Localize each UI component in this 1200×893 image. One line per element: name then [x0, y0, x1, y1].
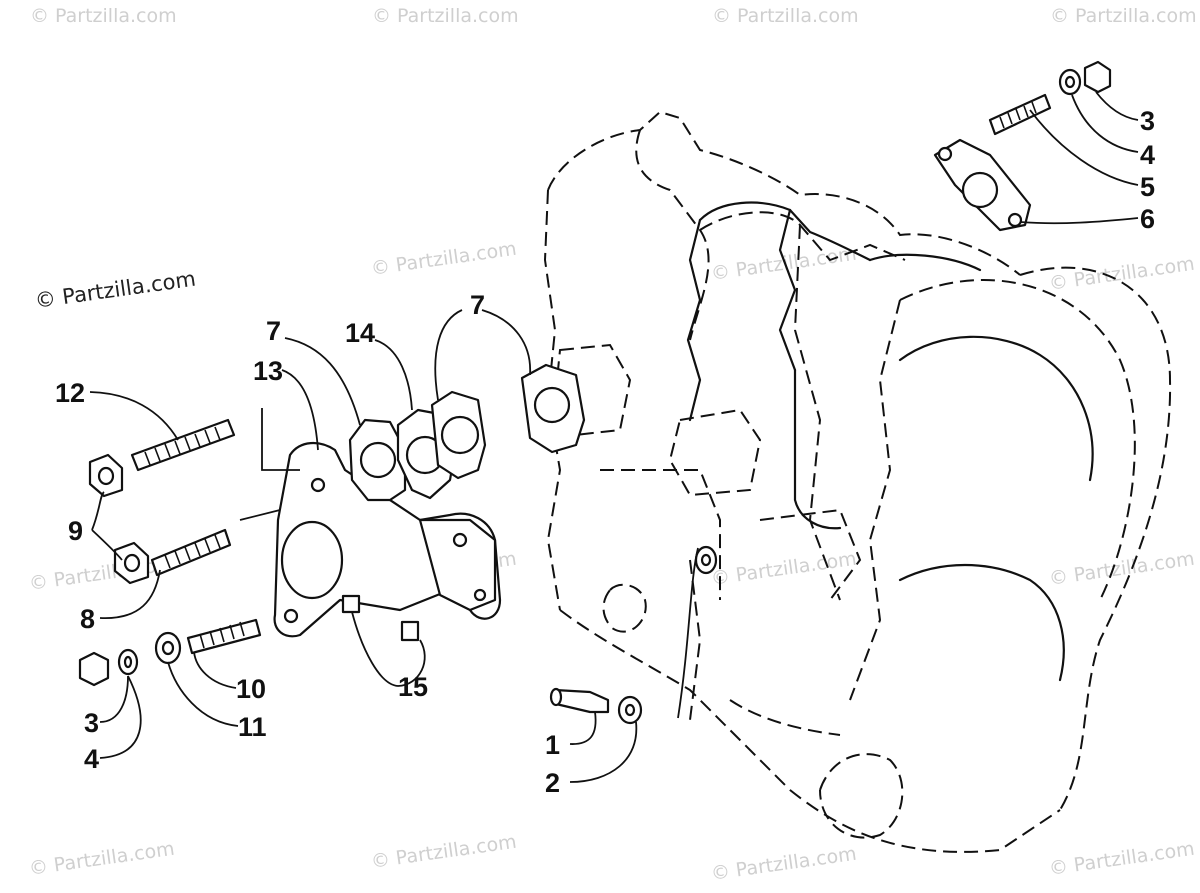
watermark: © Partzilla.com — [28, 838, 176, 880]
callout-8: 8 — [80, 604, 95, 634]
stud-10 — [186, 618, 262, 655]
exhaust-gasket-top — [933, 138, 1032, 232]
watermark: © Partzilla.com — [370, 238, 518, 280]
washer-top — [1058, 68, 1082, 96]
engine-cylinder — [686, 201, 1094, 682]
washer-11 — [154, 631, 182, 665]
washer-2 — [617, 695, 643, 725]
callout-13: 13 — [253, 356, 283, 386]
callout-2: 2 — [545, 768, 560, 798]
callout-15: 15 — [398, 672, 428, 702]
watermark: © Partzilla.com — [712, 5, 859, 27]
washer-4-lower — [117, 648, 139, 676]
watermark: © Partzilla.com — [710, 548, 858, 590]
watermark: © Partzilla.com — [370, 831, 518, 873]
nut-3-lower — [78, 651, 110, 687]
callout-4-top: 4 — [1140, 140, 1155, 170]
nut-top — [1083, 60, 1112, 94]
watermark: © Partzilla.com — [710, 843, 858, 885]
watermark: © Partzilla.com — [1048, 548, 1196, 590]
exhaust-manifold — [273, 442, 502, 638]
callout-labels: 3 4 5 6 7 14 7 13 12 9 8 15 10 11 3 4 1 … — [55, 106, 1155, 798]
watermark: © Partzilla.com — [1050, 5, 1197, 27]
callout-12: 12 — [55, 378, 85, 408]
nut-9-upper — [88, 453, 124, 498]
engine-phantom-outline — [543, 110, 1172, 853]
callout-14: 14 — [345, 318, 375, 348]
callout-3-top: 3 — [1140, 106, 1155, 136]
watermark: © Partzilla.com — [372, 5, 519, 27]
leader-lines — [89, 91, 1139, 783]
callout-5: 5 — [1140, 172, 1155, 202]
stud-12 — [130, 418, 236, 472]
callout-10: 10 — [236, 674, 266, 704]
callout-11: 11 — [238, 712, 267, 742]
watermark: © Partzilla.com — [710, 243, 858, 285]
callout-3-bottom: 3 — [84, 708, 99, 738]
watermark: © Partzilla.com — [1048, 838, 1196, 880]
callout-4-bottom: 4 — [84, 744, 99, 774]
watermark: © Partzilla.com — [1048, 253, 1196, 295]
callout-7-left: 7 — [266, 316, 281, 346]
callout-1: 1 — [545, 730, 560, 760]
fitting-1 — [549, 687, 610, 714]
callout-9: 9 — [68, 516, 83, 546]
callout-6: 6 — [1140, 204, 1155, 234]
watermark: © Partzilla.com — [30, 5, 177, 27]
stud-8 — [150, 528, 232, 577]
nut-9-lower — [113, 541, 150, 585]
fittings — [341, 594, 420, 642]
watermark-dark: © Partzilla.com — [33, 267, 197, 313]
washer-engine-port — [694, 545, 718, 575]
gasket-stack — [348, 363, 586, 502]
stud-top — [988, 93, 1052, 136]
callout-7-right: 7 — [470, 290, 485, 320]
